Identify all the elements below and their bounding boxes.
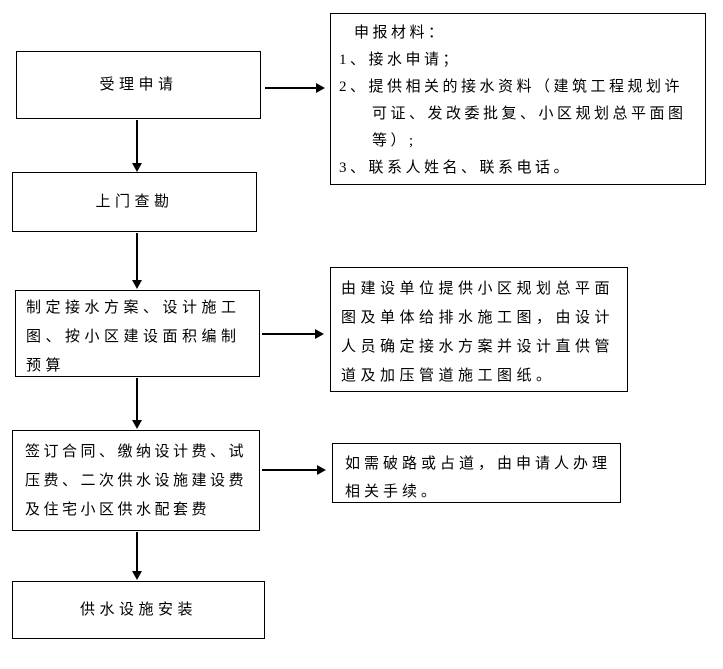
step-box-design-plan-budget: 制定接水方案、设计施工图、按小区建设面积编制预算 (15, 290, 260, 377)
step-label-install-facilities: 供水设施安装 (79, 601, 197, 618)
step-label-site-survey: 上门查勘 (95, 193, 174, 210)
note-box-design-details: 由建设单位提供小区规划总平面图及单体给排水施工图，由设计人员确定接水方案并设计直… (330, 267, 628, 392)
arrow-step2-to-step3 (132, 233, 142, 289)
arrow-shaft (136, 233, 138, 280)
arrow-step4-to-step5 (132, 532, 142, 580)
note-box-road-permit: 如需破路或占道，由申请人办理相关手续。 (332, 443, 621, 503)
step-label-sign-contract-pay-fees: 签订合同、缴纳设计费、试压费、二次供水设施建设费及住宅小区供水配套费 (25, 444, 248, 518)
arrow-shaft (136, 120, 138, 163)
arrow-down-head-icon (132, 163, 142, 172)
note-item-water-application: 1、接水申请； (339, 52, 462, 68)
arrow-down-head-icon (132, 420, 142, 429)
step-label-accept-application: 受理申请 (99, 76, 178, 93)
arrow-step3-to-note2 (262, 329, 324, 339)
arrow-shaft (136, 532, 138, 571)
arrow-step1-to-step2 (132, 120, 142, 172)
note-item-related-documents: 2、提供相关的接水资料（建筑工程规划许可证、发改委批复、小区规划总平面图等）; (339, 79, 687, 149)
note-item-contact-info: 3、联系人姓名、联系电话。 (339, 160, 573, 176)
arrow-shaft (265, 87, 316, 89)
arrow-down-head-icon (132, 280, 142, 289)
step-box-install-facilities: 供水设施安装 (12, 581, 265, 639)
note-box-application-materials: 申报材料： 1、接水申请； 2、提供相关的接水资料（建筑工程规划许可证、发改委批… (330, 13, 706, 185)
arrow-right-head-icon (316, 83, 325, 93)
arrow-right-head-icon (315, 329, 324, 339)
arrow-shaft (262, 469, 317, 471)
step-box-sign-contract-pay-fees: 签订合同、缴纳设计费、试压费、二次供水设施建设费及住宅小区供水配套费 (12, 430, 260, 531)
arrow-step4-to-note3 (262, 465, 326, 475)
arrow-step1-to-note1 (265, 83, 325, 93)
step-label-design-plan-budget: 制定接水方案、设计施工图、按小区建设面积编制预算 (26, 300, 241, 374)
note-text-road-permit: 如需破路或占道，由申请人办理相关手续。 (345, 456, 612, 500)
step-box-site-survey: 上门查勘 (12, 172, 257, 232)
arrow-shaft (262, 333, 315, 335)
note-text-design-details: 由建设单位提供小区规划总平面图及单体给排水施工图，由设计人员确定接水方案并设计直… (341, 281, 615, 384)
step-box-accept-application: 受理申请 (16, 51, 261, 119)
note-title-application-materials: 申报材料： (354, 25, 447, 41)
arrow-shaft (136, 378, 138, 420)
arrow-step3-to-step4 (132, 378, 142, 429)
arrow-right-head-icon (317, 465, 326, 475)
arrow-down-head-icon (132, 571, 142, 580)
